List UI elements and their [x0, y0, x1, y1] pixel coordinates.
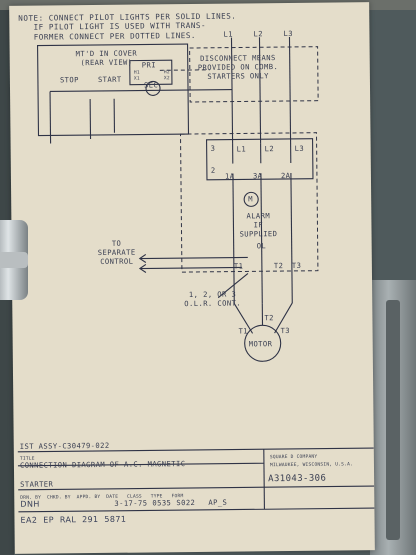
cover-label: MT'D IN COVER (REAR VIEW): [75, 48, 138, 68]
label-l3: L3: [283, 28, 293, 39]
terminal-t3: T3: [280, 325, 291, 336]
terminal-l2: L2: [264, 144, 275, 154]
terminal-t2: T2: [264, 313, 274, 323]
motor-label: MOTOR: [248, 339, 273, 349]
transformer-sec: SEC: [143, 80, 159, 90]
rail-slot: [386, 300, 400, 540]
drawing-title-line2: STARTER: [20, 479, 54, 489]
stop-label: STOP: [59, 75, 79, 85]
terminal-t1-upper: T1: [233, 261, 244, 271]
disconnect-note: DISCONNECT MEANS PROVIDED ON COMB. START…: [197, 53, 279, 81]
start-label: START: [97, 74, 122, 84]
revision-row: EA2 EP RAL 291 5871: [20, 514, 127, 525]
wiring-diagram: [17, 36, 375, 513]
drawing-title: CONNECTION DIAGRAM OF A.C. MAGNETIC: [19, 459, 186, 470]
terminal-3: 3: [210, 143, 216, 153]
assembly-number: IST ASSY-C30479-022: [19, 440, 110, 451]
note-text: NOTE: CONNECT PILOT LIGHTS PER SOLID LIN…: [18, 11, 237, 42]
ol-label: OL: [256, 241, 267, 251]
company-address: MILWAUKEE, WISCONSIN, U.S.A.: [269, 462, 354, 469]
terminal-t2-upper: T2: [273, 261, 284, 271]
alarm-label: ALARM IF SUPPLIED: [239, 211, 278, 239]
drawing-class: 0535: [152, 498, 172, 508]
coil-m: M: [248, 194, 253, 204]
terminal-3a: 3A: [252, 171, 263, 181]
bolt-nut: [0, 252, 28, 268]
label-l1: L1: [223, 29, 233, 39]
drawing-form: AP_S: [208, 497, 228, 507]
wiring-diagram-sheet: NOTE: CONNECT PILOT LIGHTS PER SOLID LIN…: [9, 2, 375, 554]
terminal-l3: L3: [294, 143, 305, 153]
transformer-x2: X2: [163, 76, 170, 82]
separate-control-label: TO SEPARATE CONTROL: [97, 238, 136, 266]
transformer-pri: PRI: [141, 60, 157, 70]
olr-label: 1, 2, OR 3 O.L.R. CONT.: [184, 289, 242, 309]
terminal-2a: 2A: [280, 170, 291, 181]
transformer-x1: X1: [133, 76, 140, 82]
terminal-t1: T1: [238, 326, 249, 336]
drawing-type: S022: [176, 497, 196, 508]
terminal-2: 2: [210, 165, 216, 175]
document-number: A31043-306: [268, 473, 327, 485]
terminal-l1: L1: [236, 144, 247, 154]
drawing-date: 3-17-75: [114, 498, 148, 508]
terminal-t3-upper: T3: [291, 260, 302, 270]
terminal-1a: 1A: [224, 171, 235, 181]
drawn-by: DNH: [20, 499, 40, 509]
label-l2: L2: [253, 29, 263, 39]
